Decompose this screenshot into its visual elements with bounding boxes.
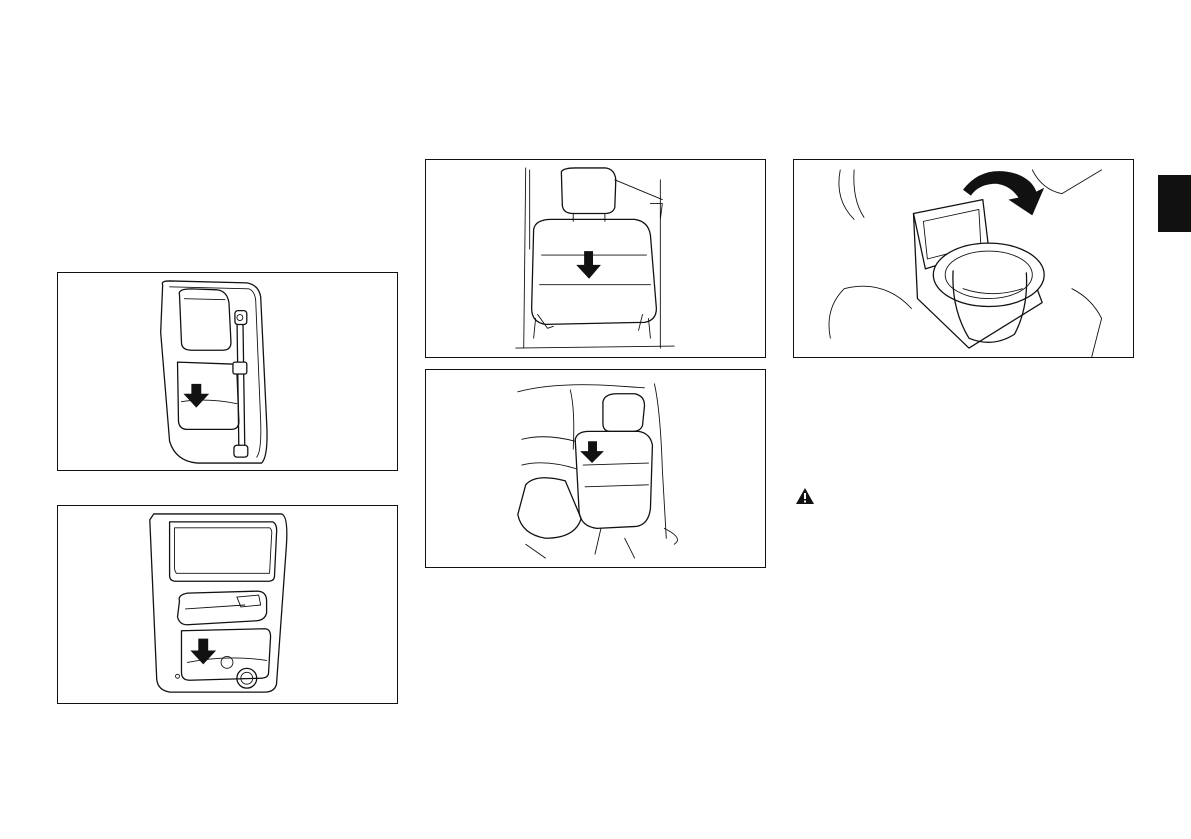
seatback-pocket-interior-figure: [425, 369, 766, 568]
warning-triangle-icon: [795, 487, 815, 505]
cup-holder-illustration: [794, 160, 1133, 357]
door-trim-pocket-illustration: [58, 506, 397, 703]
seatback-pocket-figure: [425, 159, 766, 358]
door-pocket-illustration: [58, 273, 397, 470]
interior-seat-illustration: [426, 370, 765, 567]
black-section-tab: [1158, 175, 1191, 232]
cup-holder-figure: [793, 159, 1134, 358]
rear-door-trim-pocket-figure: [57, 505, 398, 704]
seatback-pocket-illustration: [426, 160, 765, 357]
rear-door-pocket-figure: [57, 272, 398, 471]
